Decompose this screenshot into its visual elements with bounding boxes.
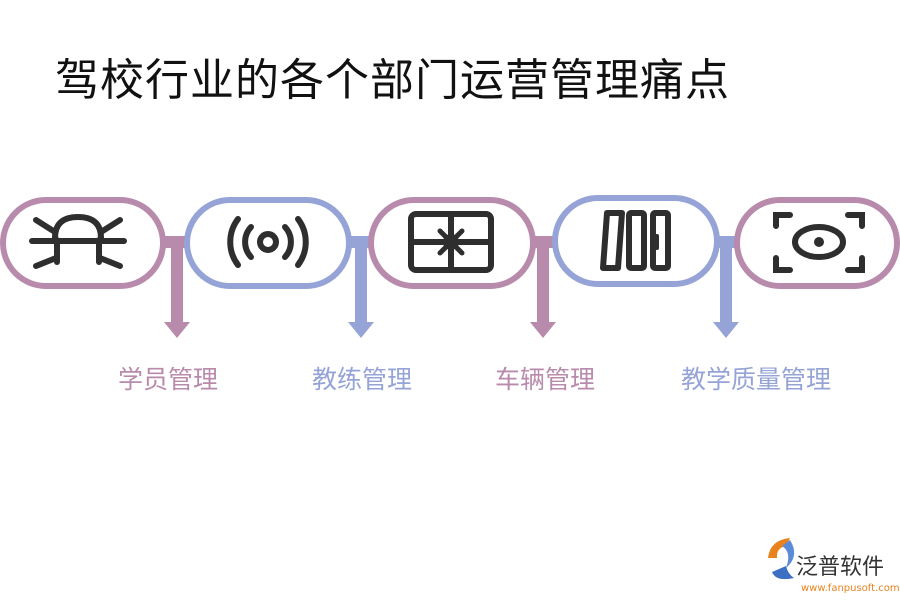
broadcast-icon <box>227 216 309 268</box>
label-vehicle-management: 车辆管理 <box>495 365 595 394</box>
watermark-brand: 泛普软件 <box>796 555 884 580</box>
watermark-logo: 泛普软件 www.fanpusoft.com <box>768 538 900 594</box>
columns-icon <box>600 210 671 271</box>
label-student-management: 学员管理 <box>118 365 218 394</box>
label-coach-management: 教练管理 <box>312 365 412 394</box>
label-teaching-quality-management: 教学质量管理 <box>681 365 831 394</box>
camera-focus-icon <box>773 212 865 273</box>
watermark-url: www.fanpusoft.com <box>801 583 900 594</box>
bug-icon <box>29 213 127 269</box>
page-title: 驾校行业的各个部门运营管理痛点 <box>55 55 730 106</box>
arrow-4 <box>713 248 739 338</box>
node-2-pill <box>184 197 352 289</box>
arrow-2 <box>348 248 374 338</box>
gift-box-icon <box>408 211 494 273</box>
arrow-1 <box>164 248 190 338</box>
arrow-3 <box>530 248 556 338</box>
arrows <box>164 248 739 338</box>
node-4-pill <box>552 195 720 287</box>
fanpu-logo-icon <box>768 538 795 580</box>
